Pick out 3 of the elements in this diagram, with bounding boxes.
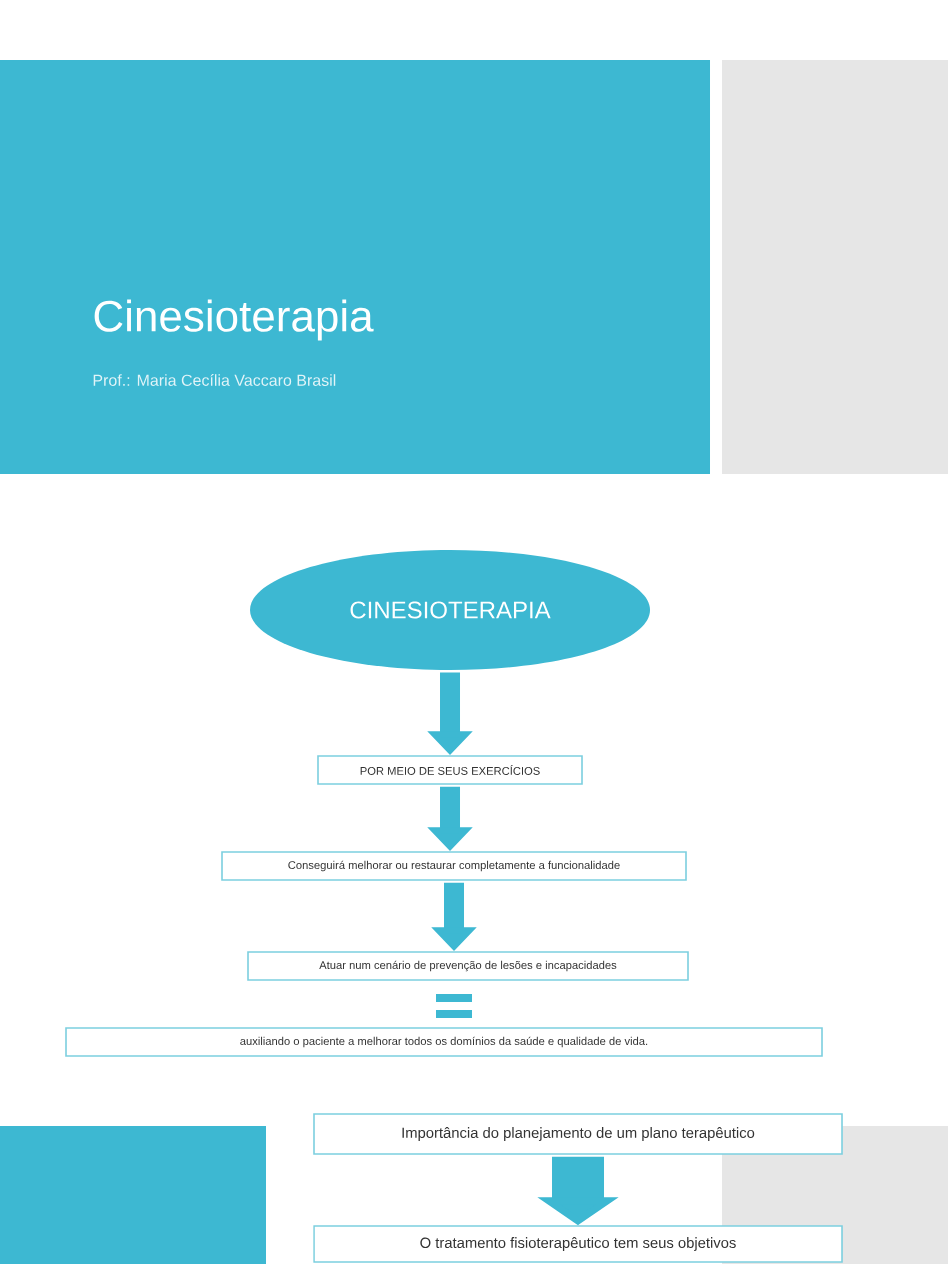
ellipse-node: CINESIOTERAPIA [250,550,650,670]
slide-title: Cinesioterapia [94,299,374,341]
subtitle: Prof.: Maria Cecília Vaccaro Brasil [93,374,336,386]
